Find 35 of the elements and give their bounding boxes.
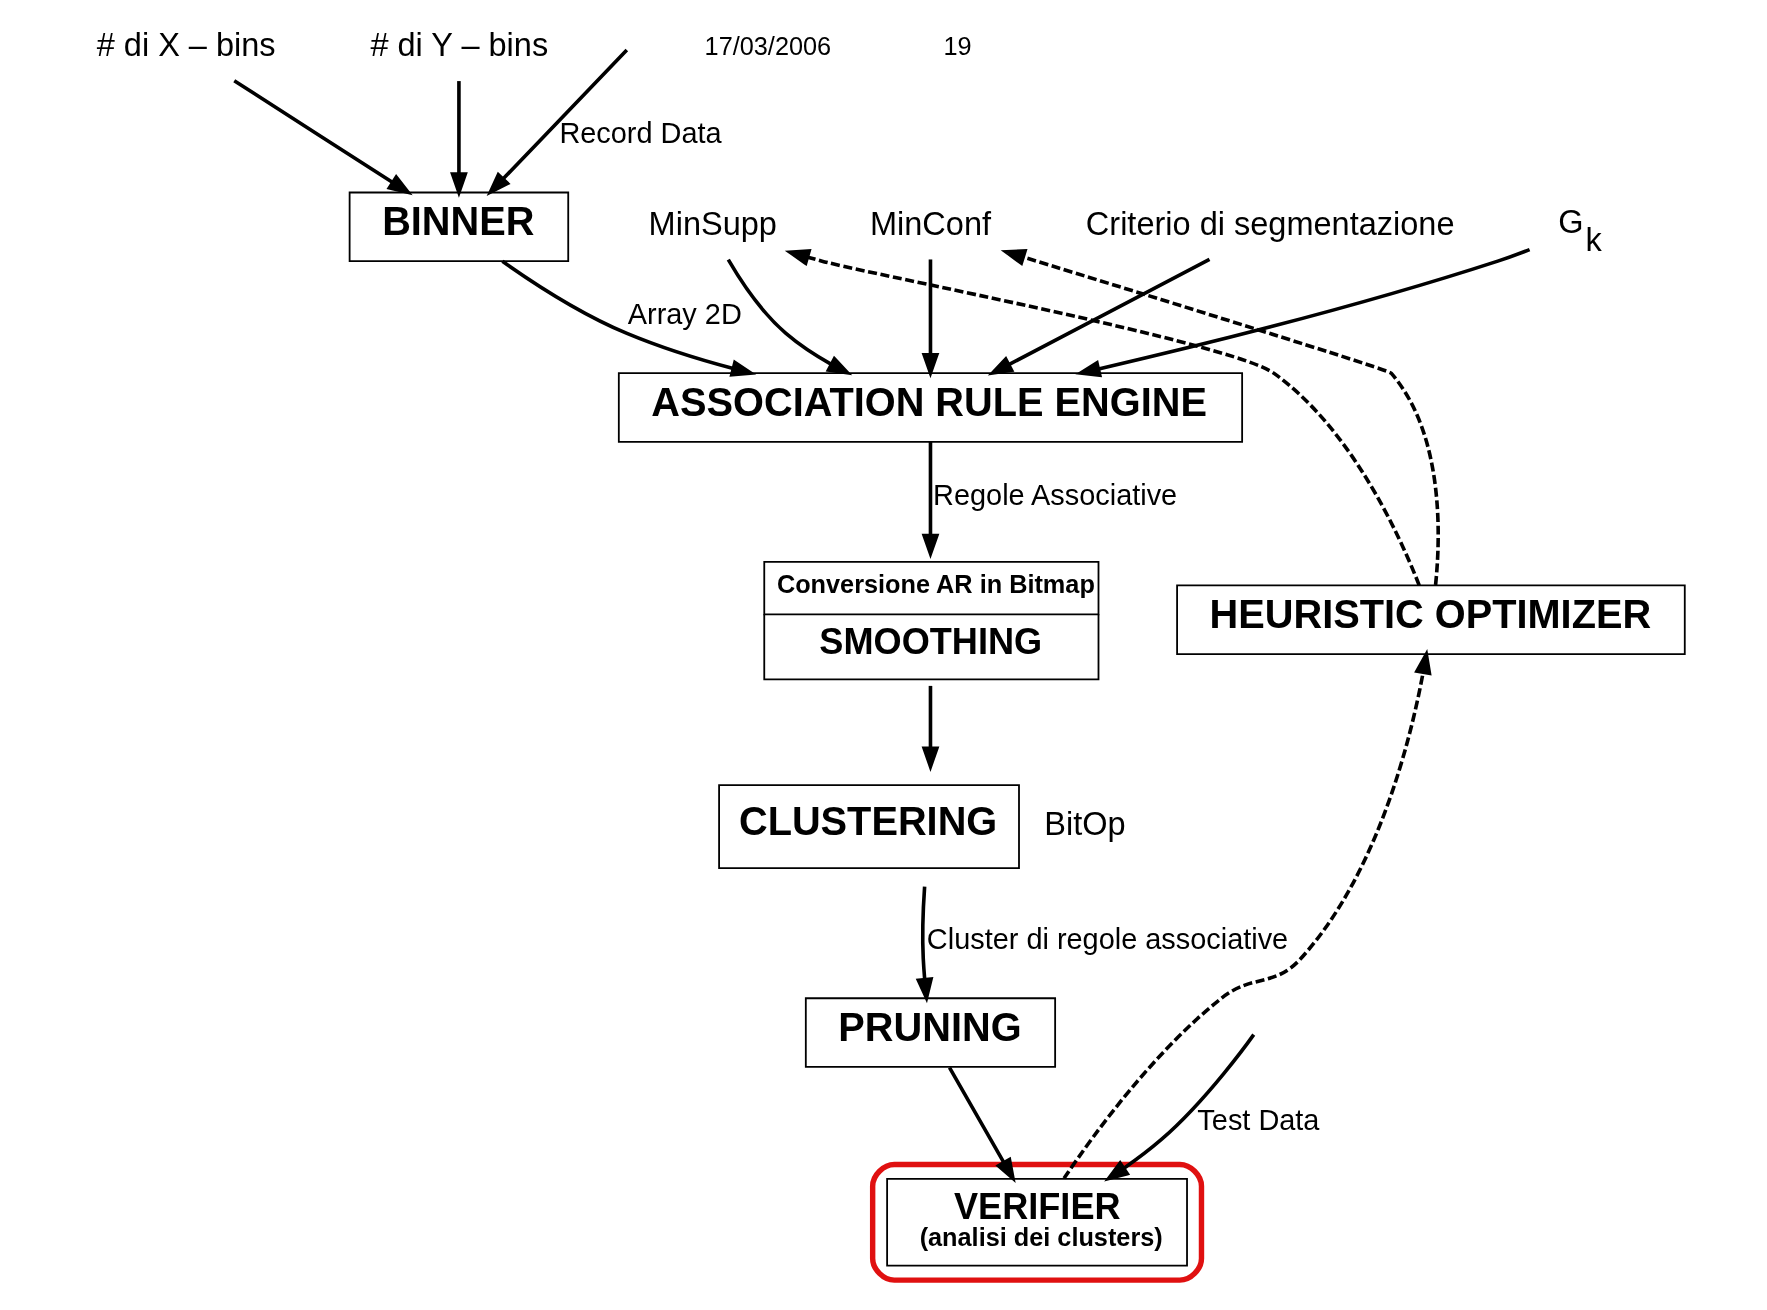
node-box: HEURISTIC OPTIMIZER [1176, 584, 1686, 655]
node-text: MinSupp [648, 205, 777, 242]
arrow [726, 258, 853, 376]
arrow [1000, 249, 1440, 586]
node-text: Criterio di segmentazione [1085, 205, 1455, 242]
arrow [501, 259, 757, 377]
arrow [921, 259, 940, 379]
edge-label: Regole Associative [933, 478, 1178, 511]
edge-label: Cluster di regole associative [926, 923, 1289, 956]
arrow [1062, 649, 1432, 1180]
edge-label: Record Data [559, 117, 722, 150]
arrow [450, 81, 468, 198]
edge-label: Array 2D [627, 298, 742, 331]
node-box: CLUSTERING [718, 784, 1020, 870]
arrow [947, 1066, 1016, 1184]
node-text: # di Y – bins [370, 26, 549, 63]
arrow [1104, 1033, 1256, 1182]
arrow [1075, 247, 1531, 378]
node-box: VERIFIER (analisi dei clusters) [886, 1178, 1188, 1267]
node-text: # di X – bins [96, 26, 276, 63]
node-label: BitOp [1044, 805, 1126, 842]
node-box: BINNER [348, 191, 570, 263]
arrow [486, 48, 629, 197]
label: 17/03/2006 [704, 31, 832, 60]
label: 19 [943, 31, 972, 60]
node-box: PRUNING [804, 997, 1057, 1068]
arrow [921, 685, 940, 772]
arrow [987, 257, 1211, 376]
arrow [915, 886, 934, 1004]
node-box: ASSOCIATION RULE ENGINE [617, 372, 1244, 443]
arrow [921, 441, 940, 560]
arrow [784, 249, 1421, 586]
arrow [233, 79, 413, 196]
edge-label: Test Data [1197, 1103, 1320, 1136]
node-text: MinConf [869, 205, 992, 242]
